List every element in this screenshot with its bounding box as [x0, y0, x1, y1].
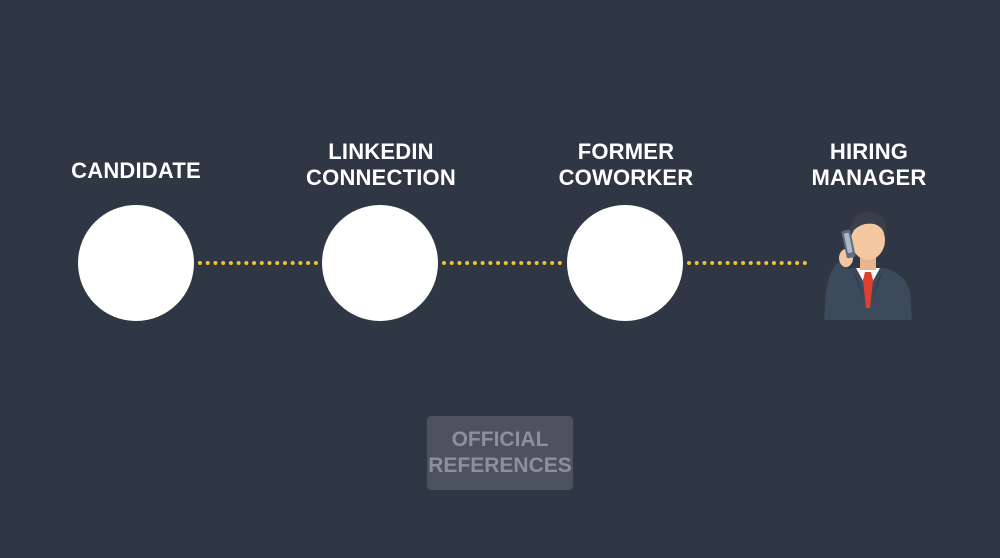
label-line: MANAGER	[811, 165, 927, 190]
label-line: CONNECTION	[306, 165, 456, 190]
badge-line: REFERENCES	[428, 454, 572, 477]
label-line: FORMER	[577, 139, 675, 164]
label-hiring-manager: HIRING MANAGER	[769, 139, 969, 191]
label-line: HIRING	[829, 139, 909, 164]
label-line: LINKEDIN	[328, 139, 434, 164]
label-candidate: CANDIDATE	[36, 158, 236, 184]
badge-line: OFFICIAL	[451, 428, 549, 451]
connector-3	[687, 261, 807, 269]
label-line: CANDIDATE	[71, 158, 201, 183]
connector-2	[442, 261, 562, 269]
node-former-coworker	[567, 205, 683, 321]
node-linkedin-connection	[322, 205, 438, 321]
businessman-phone-icon	[818, 200, 918, 324]
connector-1	[198, 261, 318, 269]
official-references-badge: OFFICIAL REFERENCES	[427, 416, 573, 490]
node-candidate	[78, 205, 194, 321]
label-former-coworker: FORMER COWORKER	[526, 139, 726, 191]
label-line: COWORKER	[558, 165, 694, 190]
label-linkedin-connection: LINKEDIN CONNECTION	[281, 139, 481, 191]
